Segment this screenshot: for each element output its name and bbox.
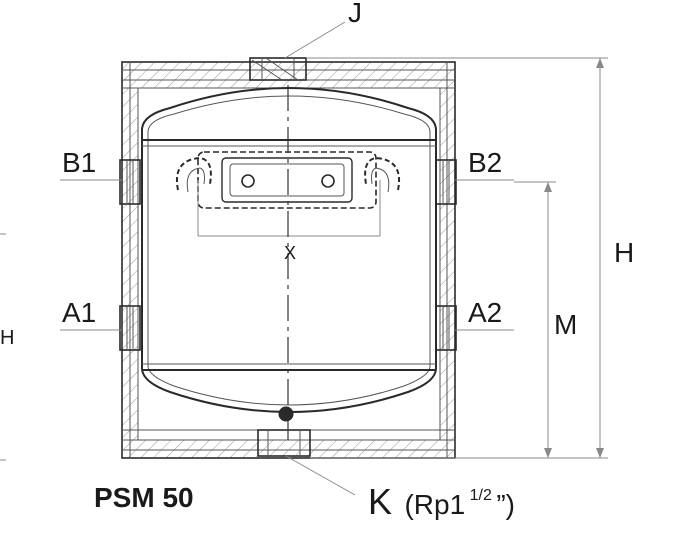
dimension-m [514,181,556,458]
label-b2: B2 [468,147,502,178]
connection-b2 [435,159,457,205]
connection-a1 [119,305,141,351]
label-k-thread-close: ”) [496,489,515,520]
model-name: PSM 50 [94,482,194,513]
label-j: J [348,0,362,28]
bottom-fitting-k [257,406,356,496]
dimension-h [306,57,608,459]
label-b1: B1 [62,147,96,178]
tank-vessel [141,87,437,413]
label-a2: A2 [468,297,502,328]
dimension-x [197,180,381,237]
label-k-letter: K [368,481,392,522]
label-k-thread: (Rp1 [404,489,465,520]
label-h: H [614,237,634,268]
top-fitting-j [249,21,346,81]
label-x: X [284,243,296,263]
label-h-left: H [0,327,14,349]
housing [121,61,456,459]
connection-a2 [435,305,457,351]
label-k-superscript: 1/2 [470,487,492,504]
label-a1: A1 [62,297,96,328]
connection-b1 [119,159,141,205]
label-k: K (Rp1 1/2 ”) [368,481,515,522]
label-m: M [554,309,577,340]
